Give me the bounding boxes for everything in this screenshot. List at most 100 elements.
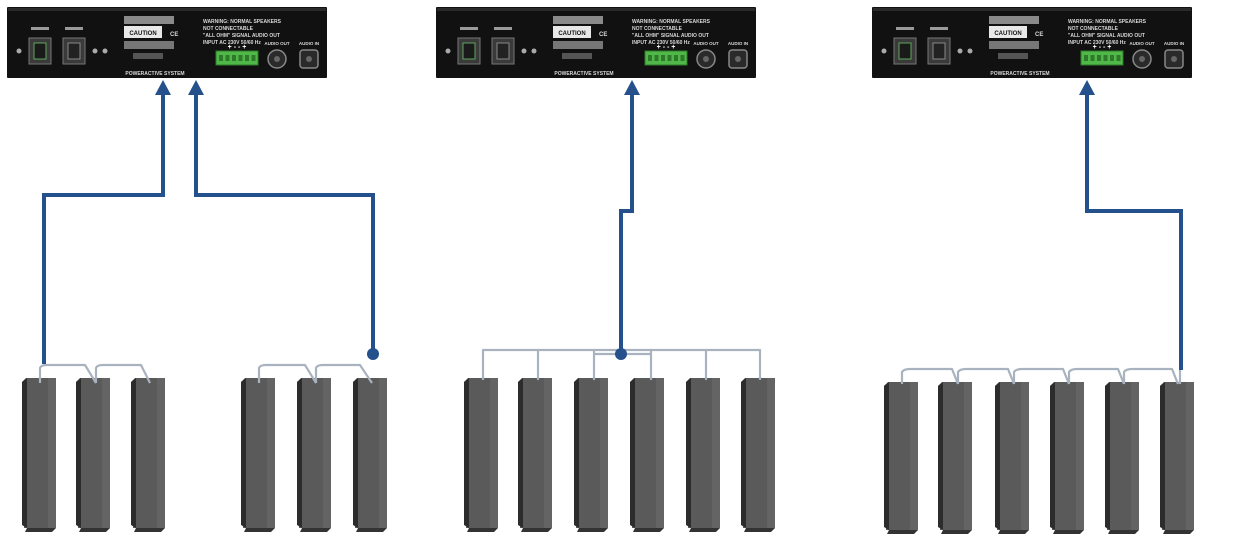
mounting-screw [967,48,973,54]
warning-text-line: INPUT AC 230V 50/60 Hz [203,40,261,46]
speaker-column-18 [1160,382,1194,534]
arrow-head-icon [624,80,640,95]
speaker-column-4 [241,378,275,532]
audio-in-label: AUDIO IN [728,41,748,46]
speaker-highlight [1131,382,1139,530]
speaker-link-wire [1067,367,1126,385]
mounting-screw [957,48,963,54]
signal-cable [194,93,375,354]
panel-top-edge [8,8,326,11]
speaker-link-wire [257,363,373,384]
ce-mark: CE [599,32,607,38]
speaker-side [1160,382,1165,530]
speaker-front [630,378,664,528]
speaker-side [76,378,81,528]
xlr-input-core [306,56,312,62]
caution-label [124,26,162,38]
audio-in-label: AUDIO IN [299,41,319,46]
speaker-link-wire [1012,367,1071,385]
speaker-side [464,378,469,528]
speaker-terminal-block [215,50,259,66]
signature-mark [133,53,163,59]
terminal-screw [1084,55,1088,61]
panel-top-edge [437,8,755,11]
terminal-screw [225,55,230,61]
warning-text-line: WARNING: NORMAL SPEAKERS [1068,19,1147,25]
socket-caption [896,27,914,30]
speaker-link-wire [956,367,1016,385]
mounting-screw [102,48,108,54]
speaker-column-6 [353,378,387,532]
terminal-screw [1103,55,1108,61]
signal-cable [619,93,634,350]
speaker-front [741,378,775,528]
signature-mark [998,53,1028,59]
terminal-screw [680,55,685,61]
speaker-side [241,378,246,528]
terminal-screw [1116,55,1121,61]
info-text-block [553,16,603,24]
xlr-input-core [735,56,741,62]
terminal-polarity-label: + - - + [657,44,676,51]
speaker-side [353,378,358,528]
warning-text-line: "ALL OHM" SIGNAL AUDIO OUT [1068,33,1145,39]
speaker-highlight [910,382,918,530]
speaker-foot [887,530,918,534]
terminal-screw [232,55,236,61]
terminal-screw [251,55,256,61]
speaker-highlight [1186,382,1194,530]
speaker-foot [300,528,331,532]
speaker-highlight [544,378,552,528]
speaker-highlight [267,378,275,528]
audio-out-label: AUDIO OUT [1129,41,1155,46]
terminal-polarity-label: + - - + [228,44,247,51]
warning-text-line: NOT CONNECTABLE [632,26,683,32]
speaker-foot [941,530,972,534]
speaker-front [1050,382,1084,530]
speaker-side [1050,382,1055,530]
mains-input-socket-core [462,42,476,60]
speaker-side [884,382,889,530]
warning-text-line: NOT CONNECTABLE [203,26,254,32]
speaker-highlight [490,378,498,528]
warning-text-line: "ALL OHM" SIGNAL AUDIO OUT [632,33,709,39]
speaker-side [995,382,1000,530]
speaker-highlight [379,378,387,528]
speaker-side [630,378,635,528]
xlr-output-core [274,56,280,62]
mains-input-socket-core [33,42,47,60]
junction-dot [615,348,627,360]
speaker-front [938,382,972,530]
speaker-foot [1053,530,1084,534]
speaker-foot [633,528,664,532]
xlr-input-core [1171,56,1177,62]
speaker-highlight [1076,382,1084,530]
terminal-screw [245,55,249,61]
speaker-front [518,378,552,528]
speaker-column-2 [76,378,110,532]
speaker-column-15 [995,382,1029,534]
speaker-foot [467,528,498,532]
speaker-column-5 [297,378,331,532]
terminal-polarity-label: + - - + [1093,44,1112,51]
speaker-front [1160,382,1194,530]
speaker-side [22,378,27,528]
speaker-column-14 [938,382,972,534]
speaker-foot [134,528,165,532]
speaker-terminal-block [1080,50,1124,66]
caution-text: CAUTION [558,31,585,37]
mounting-screw [521,48,527,54]
caution-text: CAUTION [129,31,156,37]
speaker-front [686,378,720,528]
system-name-text: POWERACTIVE SYSTEM [554,71,613,77]
speaker-column-17 [1105,382,1139,534]
audio-in-label: AUDIO IN [1164,41,1184,46]
signal-cable [1085,93,1183,370]
info-text-block [124,16,174,24]
system-name-text: POWERACTIVE SYSTEM [125,71,184,77]
mounting-screw [445,48,451,54]
